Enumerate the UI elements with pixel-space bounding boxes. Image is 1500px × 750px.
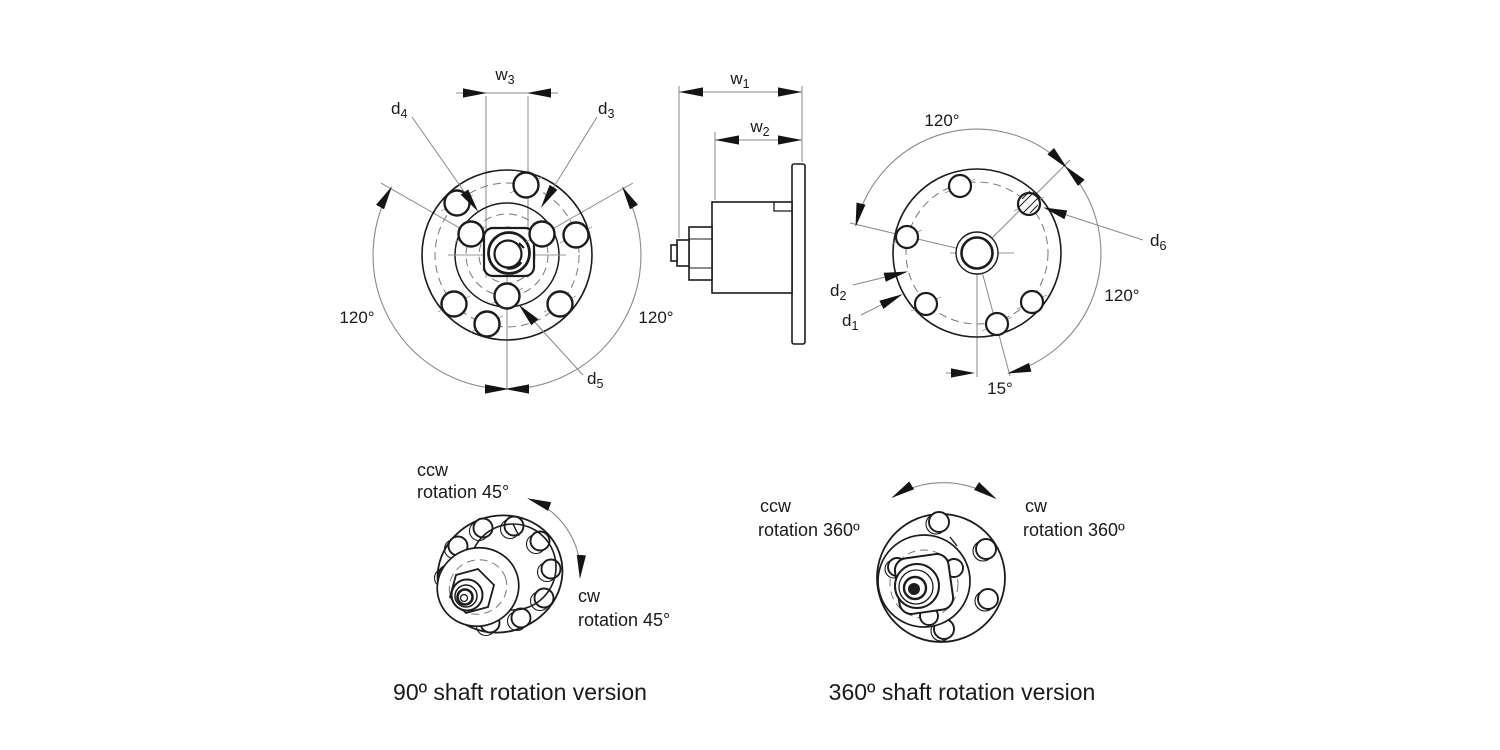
bolt-hole [1019, 289, 1045, 315]
rear-view: 120° 120° 15° d6 d2 d1 [830, 111, 1166, 398]
bolt-hole [473, 310, 501, 338]
cw-label: cw [1025, 496, 1048, 516]
hatch-line [1022, 197, 1039, 214]
caption-360: 360º shaft rotation version [829, 679, 1096, 705]
bolt-circle-outer [434, 182, 580, 328]
rotation-arc-90 [527, 498, 586, 579]
label-angle-left: 120° [339, 308, 374, 327]
ccw-label: ccw [417, 460, 449, 480]
cam-step [512, 523, 520, 537]
cw-label: cw [578, 586, 601, 606]
label-angle-offset: 15° [987, 379, 1013, 398]
label-angle-right: 120° [1104, 286, 1139, 305]
mounting-flange-plate [791, 163, 806, 345]
label-angle-right: 120° [638, 308, 673, 327]
d3-leader [540, 116, 598, 208]
label-d1: d1 [842, 311, 858, 333]
shaft-slot [506, 261, 523, 270]
ccw-rotation-label: rotation 360º [758, 520, 860, 540]
rotation-360-view: ccw rotation 360º cw rotation 360º 360º … [758, 481, 1125, 705]
bolt-hole [562, 221, 590, 249]
bolt-hole [440, 290, 468, 318]
bolt-hole [928, 511, 950, 533]
hub-pitch-circle [448, 559, 508, 615]
bolt-hole [493, 282, 521, 310]
shaft-key [518, 242, 525, 249]
caption-90: 90º shaft rotation version [393, 679, 647, 705]
bolt-hole [546, 290, 574, 318]
center-bore-inner [960, 236, 994, 270]
shaft-ring-inner [493, 239, 523, 269]
label-w2: w2 [749, 117, 769, 139]
side-view: w1 w2 [670, 69, 806, 345]
bolt-hole [975, 538, 997, 560]
ccw-label: ccw [760, 496, 792, 516]
bolt-hole [510, 607, 532, 629]
angle-arc-left-120 [372, 186, 509, 394]
hatch-line [1029, 204, 1039, 214]
bolt-hole [947, 173, 973, 199]
label-w1: w1 [729, 69, 749, 91]
cw-rotation-label: rotation 45° [578, 610, 670, 630]
bolt-hole [977, 588, 999, 610]
bolt-hole [472, 517, 494, 539]
hub-step [949, 536, 958, 547]
label-d5: d5 [587, 369, 603, 391]
rotation-90-view: ccw rotation 45° cw rotation 45° 90º sha… [393, 460, 670, 705]
cw-rotation-label: rotation 360º [1023, 520, 1125, 540]
shaft-nut [688, 226, 713, 281]
label-d6: d6 [1150, 231, 1166, 253]
angle-arc-top-120 [855, 128, 1068, 227]
body-step [773, 202, 792, 212]
flange-outline [892, 168, 1062, 338]
bolt-hole [529, 530, 551, 552]
bolt-hole [894, 224, 920, 250]
d6-leader [1043, 207, 1144, 241]
bolt-hole [533, 587, 555, 609]
flange-outline [421, 169, 593, 341]
d2-leader [852, 271, 908, 286]
label-d4: d4 [391, 99, 407, 121]
bolt-hole [512, 171, 540, 199]
sensor-body [711, 201, 793, 294]
bolt-hole [528, 220, 556, 248]
shaft-tip [670, 244, 678, 262]
shaft-center [908, 583, 920, 595]
d4-leader [411, 116, 479, 212]
hatch-line [1018, 191, 1035, 208]
rotation-arc-360 [891, 481, 997, 500]
shaft-tip [459, 593, 469, 603]
label-d2: d2 [830, 281, 846, 303]
front-view: w3 d4 d3 d5 120° 120° [339, 65, 674, 394]
bolt-hole [540, 558, 562, 580]
bolt-hole [457, 220, 485, 248]
label-angle-top: 120° [924, 111, 959, 130]
angle-arc-right-120 [1007, 165, 1102, 374]
label-w3: w3 [494, 65, 514, 87]
d5-leader [518, 304, 584, 376]
bolt-hole-d6 [1016, 191, 1042, 217]
label-d3: d3 [598, 99, 614, 121]
hatch-line [1021, 190, 1031, 200]
angle-arc-right-120 [505, 186, 642, 394]
d1-leader [860, 294, 903, 316]
shaft-step [676, 239, 690, 267]
bolt-hole [913, 291, 939, 317]
bolt-circle [905, 181, 1049, 325]
bolt-hole [984, 311, 1010, 337]
ccw-rotation-label: rotation 45° [417, 482, 509, 502]
